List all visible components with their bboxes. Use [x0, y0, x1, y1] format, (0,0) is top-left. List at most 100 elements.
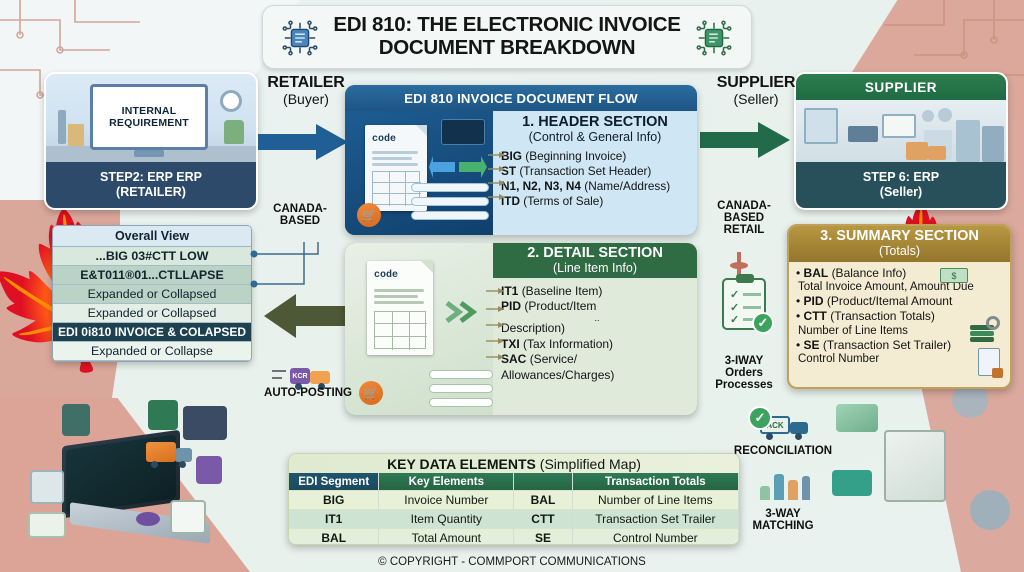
refresh-card-icon	[62, 404, 90, 436]
table-header-row: EDI Segment Key Elements Transaction Tot…	[289, 473, 739, 491]
window-illustration	[804, 108, 838, 144]
header-section-heading: 1. HEADER SECTION (Control & General Inf…	[493, 111, 697, 147]
list-item: Allowances/Charges)	[501, 367, 615, 382]
document-illustration-right	[884, 430, 946, 502]
cell: Invoice Number	[378, 490, 515, 510]
supplier-role-label: (Seller)	[879, 185, 923, 199]
detail-section-subtitle: (Line Item Info)	[552, 260, 638, 275]
arrow-retailer-to-flow	[258, 124, 348, 160]
clipboard-illustration	[170, 500, 206, 534]
table: EDI Segment Key Elements Transaction Tot…	[289, 473, 739, 544]
cart-card-icon	[148, 400, 178, 430]
list-card-icon	[28, 512, 66, 538]
connector-overall-view	[250, 242, 319, 288]
summary-section-items: • BAL (Balance Info) Total Invoice Amoun…	[789, 262, 1010, 367]
locked-document-icon	[978, 348, 1003, 378]
wall-clock-icon	[220, 90, 242, 112]
retailer-role-name: RETAILER	[267, 74, 345, 91]
line-item-document-icon: code	[367, 261, 433, 355]
circuit-decoration-left	[0, 0, 140, 99]
shopping-cart-icon: 🛒	[357, 203, 381, 227]
list-item: • PID (Product/Itemal Amount	[796, 294, 953, 309]
list-item[interactable]: Expanded or Collapsed	[53, 285, 251, 304]
overall-view-title: Overall View	[53, 226, 251, 247]
header-section-items: BIG (Beginning Invoice) ST (Transaction …	[493, 147, 697, 211]
list-item[interactable]: EDI 0i810 INVOICE & COLAPSED	[53, 323, 251, 342]
gear-small-icon-2	[938, 108, 952, 122]
list-item[interactable]: Expanded or Collapse	[53, 342, 251, 361]
coins-illustration	[836, 404, 878, 432]
cell: BAL	[513, 490, 573, 510]
analytics-card-icon	[183, 406, 227, 440]
detail-document-illustration-green: code 🛒	[345, 243, 493, 415]
supplier-warehouse-illustration	[796, 100, 1006, 166]
supplier-panel-footer: STEP 6: ERP (Seller)	[796, 162, 1006, 208]
bidirectional-arrows-icon	[429, 156, 487, 178]
canada-based-retail-label: CANADA- BASED RETAIL	[717, 200, 771, 237]
edi-invoice-document-flow-panel: EDI 810 INVOICE DOCUMENT FLOW code 🛒	[345, 85, 697, 235]
canada-based-label-left: CANADA-BASED	[273, 203, 327, 228]
supplier-header-label: SUPPLIER	[864, 79, 938, 95]
truck-illustration-right	[832, 470, 872, 496]
delivery-truck-icon-left	[146, 440, 194, 470]
auto-posting-truck-icon: KCR	[290, 366, 340, 390]
list-item: PID (Product/Item	[501, 299, 597, 314]
list-item: • SE (Transaction Set Trailer) Control N…	[796, 337, 952, 366]
overall-view-list[interactable]: Overall View ...BIG 03#CTT LOW E&T011®01…	[52, 225, 252, 362]
key-table-title-main: KEY DATA ELEMENTS	[387, 456, 536, 472]
three-way-orders-label: 3-IWAY Orders Processes	[715, 355, 773, 392]
retailer-panel-footer: STEP2: ERP ERP (RETAILER)	[46, 162, 256, 208]
clipboard-clip	[736, 274, 754, 283]
summary-section-title: 3. SUMMARY SECTION	[820, 228, 979, 244]
connector-lines-detail	[486, 288, 504, 360]
pipes-illustration	[956, 120, 980, 162]
code-label: code	[372, 134, 397, 145]
bar-chart-icon	[760, 470, 810, 500]
list-item[interactable]: Expanded or Collapsed	[53, 304, 251, 323]
supplier-role-sub: (Seller)	[733, 90, 779, 107]
detail-section-heading: 2. DETAIL SECTION (Line Item Info)	[493, 243, 697, 278]
chip-document-icon	[282, 20, 318, 56]
key-table-title: KEY DATA ELEMENTS (Simplified Map)	[289, 454, 739, 473]
supplier-step-label: STEP 6: ERP	[862, 170, 940, 185]
cell: CTT	[513, 509, 573, 529]
auto-posting-label: AUTO-POSTING	[264, 387, 352, 399]
sync-card-icon	[196, 456, 222, 484]
media-card-icon	[30, 470, 64, 504]
data-rows-illustration	[411, 183, 489, 225]
supplier-role-name: SUPPLIER	[716, 74, 796, 91]
list-item: BIG (Beginning Invoice)	[501, 148, 627, 163]
list-item[interactable]: ...BIG 03#CTT LOW	[53, 247, 251, 266]
detail-section-title: 2. DETAIL SECTION	[527, 245, 663, 261]
list-item: • CTT (Transaction Totals) Number of Lin…	[796, 308, 935, 337]
money-bill-icon: $	[940, 268, 968, 283]
connector-lines-header	[488, 152, 505, 200]
copyright-notice: © COPYRIGHT - COMMPORT COMMUNICATIONS	[378, 556, 646, 568]
column-header-transaction-totals: Transaction Totals	[572, 473, 739, 491]
cell: Transaction Set Trailer	[572, 509, 739, 529]
list-item: • BAL (Balance Info) Total Invoice Amoun…	[796, 265, 974, 294]
supplier-erp-panel: SUPPLIER STEP 6: ERP (Seller)	[794, 72, 1008, 210]
header-section-panel: 1. HEADER SECTION (Control & General Inf…	[488, 111, 697, 235]
cell: Total Amount	[378, 528, 515, 544]
table-row: IT1 Item Quantity CTT Transaction Set Tr…	[289, 509, 739, 529]
retailer-role-title: RETAILER (Buyer)	[252, 74, 360, 106]
arrow-return-to-retailer	[264, 294, 354, 338]
box-illustration-2	[928, 146, 946, 160]
books-icon	[68, 124, 84, 146]
invoice-document-icon: code	[365, 125, 427, 211]
cell: Number of Line Items	[572, 490, 739, 510]
column-header-blank	[513, 473, 573, 491]
list-item[interactable]: E&T011®01...CTLLAPSE	[53, 266, 251, 285]
header-section-title: 1. HEADER SECTION	[522, 114, 668, 130]
retailer-step-label: STEP2: ERP ERP	[100, 170, 202, 185]
cell: Control Number	[572, 528, 739, 544]
cn-tower-pod-icon	[730, 262, 748, 269]
summary-section-panel: 3. SUMMARY SECTION (Totals) • BAL (Balan…	[787, 224, 1012, 389]
coins-gear-icon	[970, 316, 1000, 342]
supplier-role-title: SUPPLIER (Seller)	[700, 74, 812, 107]
